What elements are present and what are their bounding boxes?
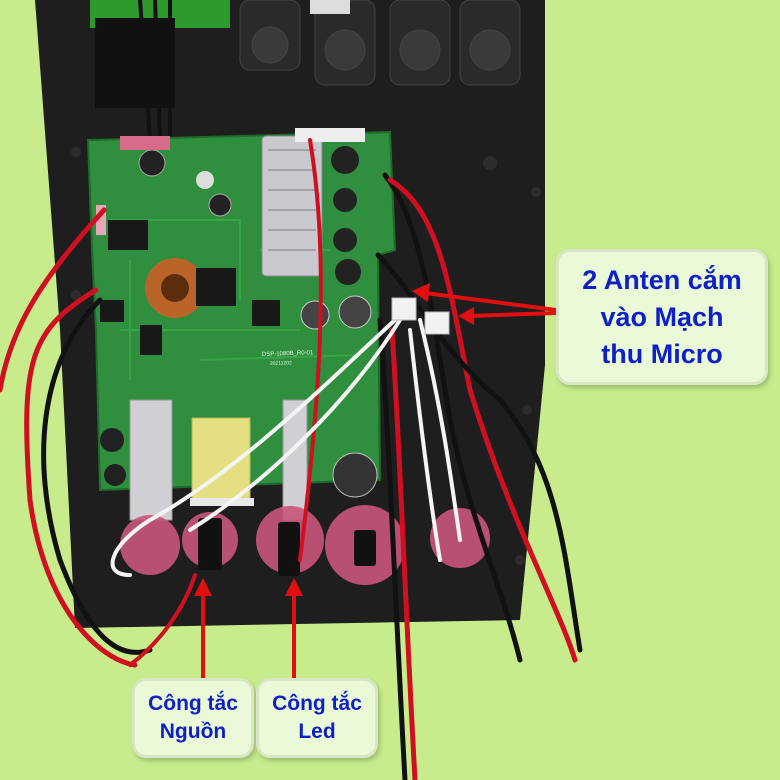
callout-power-line-1: Công tắc	[148, 692, 238, 715]
pcb-connector-top	[120, 136, 170, 150]
top-connector	[310, 0, 350, 14]
wires	[0, 138, 583, 780]
callout-led-line-1: Công tắc	[272, 692, 362, 715]
callout-led-switch: Công tắc Led	[256, 678, 378, 758]
heatsink-lower-left	[129, 399, 173, 521]
callout-antenna-line-3: thu Micro	[601, 338, 723, 369]
capacitors	[100, 146, 378, 498]
callout-antenna-line-1: 2 Anten cắm	[582, 264, 742, 295]
antenna-connector-2	[424, 311, 450, 335]
callout-led-line-2: Led	[298, 720, 336, 743]
top-wire-bundle	[138, 0, 172, 141]
annotation-arrows	[194, 283, 557, 678]
ic-chips	[100, 220, 280, 355]
pcb-connector-right	[295, 128, 365, 142]
top-transformer	[95, 18, 175, 108]
mounting-holes	[71, 147, 541, 565]
callout-power-line-2: Nguồn	[159, 720, 227, 743]
callout-antenna-to-mic-receiver: 2 Anten cắm vào Mạch thu Micro	[556, 249, 768, 385]
top-jacks	[239, 0, 521, 86]
callout-power-switch: Công tắc Nguồn	[132, 678, 254, 758]
callout-antenna-line-2: vào Mạch	[600, 301, 724, 332]
rocker-switches	[198, 518, 376, 576]
antenna-connector-1	[391, 297, 417, 321]
